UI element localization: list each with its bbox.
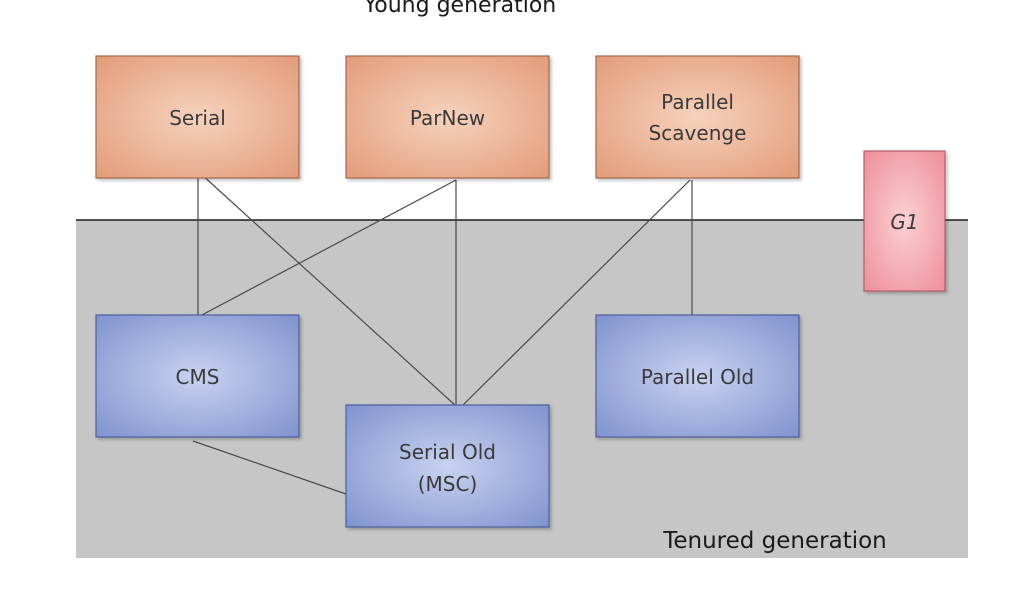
cms-box: CMS [95,314,300,438]
serial-old-box: Serial Old (MSC) [345,404,550,528]
serial-old-label-line1: Serial Old [399,440,496,464]
g1-label: G1 [890,210,918,234]
parallel-scavenge-label-line1: Parallel [661,90,734,114]
link-parallel-scavenge-serial-old [461,179,691,407]
link-cms-serial-old [192,440,347,495]
serial-label: Serial [169,106,226,130]
young-generation-label: Young generation [363,0,556,18]
serial-old-label-line2: (MSC) [418,472,478,496]
cms-label: CMS [176,365,220,389]
parallel-old-box: Parallel Old [595,314,800,438]
g1-box: G1 [863,150,946,292]
parallel-scavenge-label-line2: Scavenge [649,121,747,145]
tenured-generation-label: Tenured generation [662,528,887,554]
parallel-old-label: Parallel Old [641,365,754,389]
parallel-scavenge-box: Parallel Scavenge [595,55,800,179]
parnew-box: ParNew [345,55,550,179]
link-parnew-cms [199,179,457,317]
serial-box: Serial [95,55,300,179]
connection-lines [192,172,693,495]
parnew-label: ParNew [410,106,485,130]
link-serial-serial-old [199,172,457,407]
